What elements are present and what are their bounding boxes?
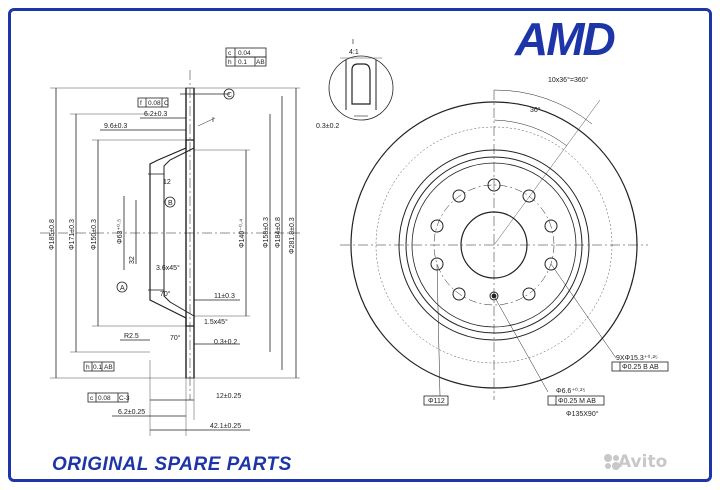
tol-bottom-h: 0.1 bbox=[93, 364, 102, 371]
tol-bottom-h-ref: AB bbox=[104, 364, 113, 371]
angle-ref: Φ135X90° bbox=[566, 410, 599, 418]
tol-top-f: 0.08 bbox=[148, 100, 161, 107]
dim-chamfer: 3.6x45° bbox=[156, 264, 180, 272]
small-hole-spec: Φ6.6⁺⁰·²⁵ bbox=[556, 387, 585, 395]
dim-v-32: 32 bbox=[129, 256, 136, 264]
holes-tol: Φ0.25 B AB bbox=[622, 364, 659, 371]
svg-text:h: h bbox=[86, 364, 90, 371]
dim-bottom-2: 6.2±0.25 bbox=[118, 409, 145, 416]
locating-hole bbox=[489, 291, 499, 301]
tol-top-h-ref: AB bbox=[256, 59, 265, 66]
dim-bottom-1: 12±0.25 bbox=[216, 393, 241, 400]
label-b: B bbox=[168, 200, 173, 207]
dim-v-140: Φ140⁻⁰·⁴ bbox=[238, 219, 246, 248]
dim-v-281: Φ281.8±0.3 bbox=[289, 217, 296, 254]
tol-bottom-c: 0.08 bbox=[98, 395, 111, 402]
svg-text:f: f bbox=[140, 100, 142, 107]
tol-top-c: 0.04 bbox=[238, 50, 251, 57]
footer-text: ORIGINAL SPARE PARTS bbox=[52, 454, 292, 475]
drawing-frame bbox=[8, 8, 712, 482]
dim-v-158: Φ158±0.3 bbox=[263, 217, 270, 248]
dim-radius: R2.5 bbox=[124, 333, 139, 340]
dim-11: 11±0.3 bbox=[214, 293, 235, 300]
dim-v-185: Φ185±0.8 bbox=[49, 219, 56, 250]
detail-scale: 4:1 bbox=[349, 49, 359, 56]
dim-top-1: 9.6±0.3 bbox=[104, 123, 127, 130]
dim-runout: 0.3±0.2 bbox=[214, 339, 237, 346]
pcd: Φ112 bbox=[428, 398, 445, 405]
label-a: A bbox=[120, 285, 125, 292]
detail-circle bbox=[328, 55, 394, 121]
watermark-text: Avito bbox=[618, 452, 668, 472]
svg-text:h: h bbox=[228, 59, 232, 66]
dim-angle-top: 70° bbox=[160, 290, 171, 298]
detail-label: I bbox=[352, 39, 354, 46]
avito-icon bbox=[604, 454, 620, 470]
tol-top-f-ref: C bbox=[164, 100, 169, 107]
brand-logo: AMD bbox=[515, 13, 616, 65]
dim-bottom-3: 42.1±0.25 bbox=[210, 423, 241, 430]
small-hole-tol: Φ0.25 M AB bbox=[558, 398, 596, 405]
tol-bottom-c-ref: C-3 bbox=[119, 395, 130, 402]
dim-v-63: Φ63⁺⁰·⁵ bbox=[116, 219, 124, 244]
svg-text:c: c bbox=[228, 50, 232, 57]
holes-spec: 9XΦ15.3⁺⁰·²⁵ bbox=[616, 354, 658, 362]
svg-text:c: c bbox=[90, 395, 94, 402]
dim-v-184: Φ184±0.8 bbox=[275, 217, 282, 248]
detail-dim: 0.3±0.2 bbox=[316, 123, 339, 130]
dim-v-171: Φ171±0.3 bbox=[69, 219, 76, 250]
label-c: C bbox=[227, 92, 232, 99]
dim-angle-bottom: 70° bbox=[170, 334, 181, 342]
dim-chamfer-2: 1.5x45° bbox=[204, 318, 228, 326]
label-i: I bbox=[212, 117, 214, 124]
dim-v-150: Φ150±0.3 bbox=[91, 219, 98, 250]
dim-mid-12: 12 bbox=[163, 179, 171, 186]
angle-pattern: 10x36°=360° bbox=[548, 76, 589, 84]
bolt-holes bbox=[430, 178, 558, 301]
dim-top-2: 6.2±0.3 bbox=[144, 111, 167, 118]
angle-single: 36° bbox=[530, 106, 541, 114]
tol-top-h: 0.1 bbox=[238, 59, 247, 66]
